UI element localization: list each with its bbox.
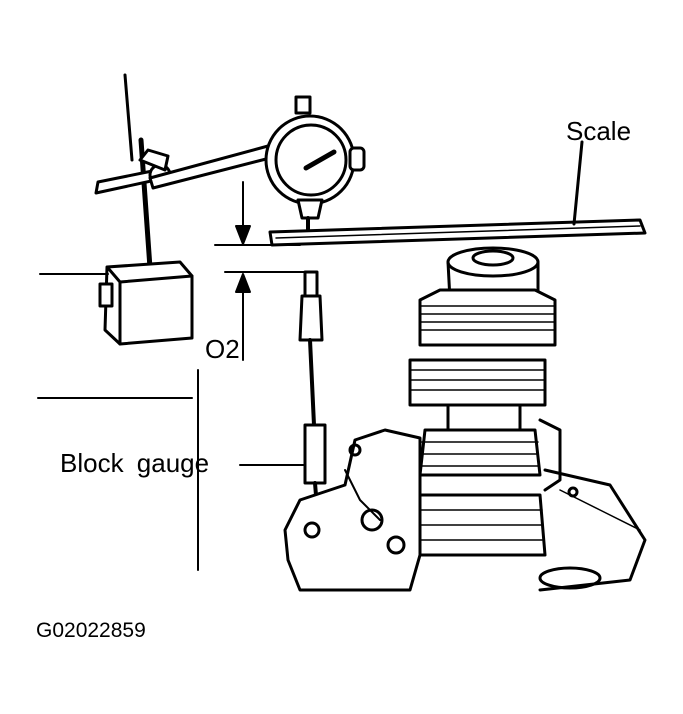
gear-stack (408, 246, 557, 557)
dial-indicator (264, 95, 366, 242)
o2-label: O2 (205, 334, 240, 364)
block-gauge (239, 270, 327, 522)
magnetic-stand (94, 73, 272, 346)
frame-lines (37, 273, 199, 571)
dimension-o2 (214, 181, 311, 361)
transmission-case (283, 418, 647, 592)
block-gauge-label: Block gauge (60, 448, 210, 478)
figure-code: G02022859 (36, 619, 146, 642)
scale-bar (268, 140, 647, 247)
scale-label: Scale (566, 116, 632, 146)
